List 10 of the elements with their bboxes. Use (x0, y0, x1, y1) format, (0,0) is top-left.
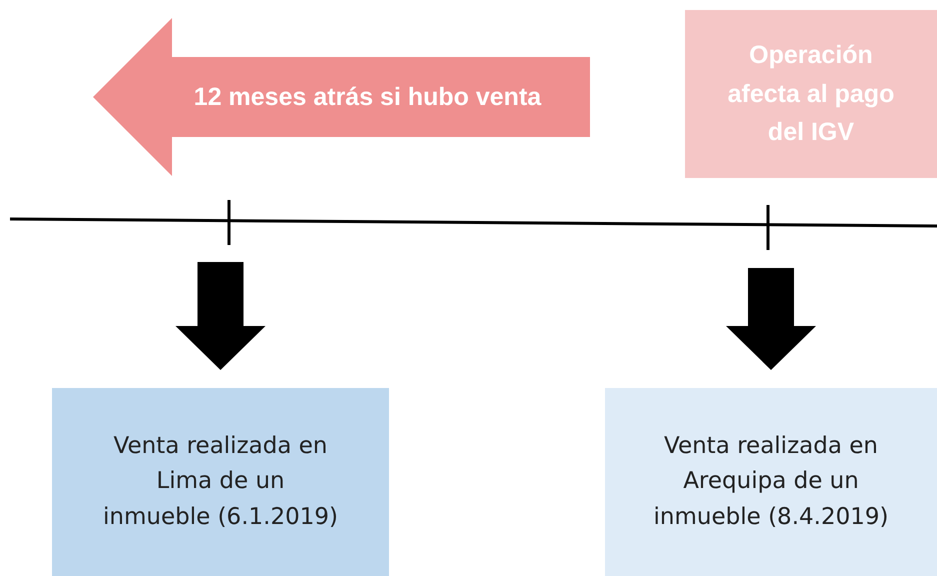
label-text: Operación afecta al pago del IGV (726, 40, 896, 148)
label-text: Venta realizada en Arequipa de un inmueble (8.4.2019) (652, 432, 890, 532)
arrow-shape (93, 18, 590, 176)
text-box (52, 388, 389, 576)
label-text: Venta realizada en Lima de un inmueble (6.1.2019) (102, 432, 339, 532)
text-box (605, 388, 937, 576)
text-box (685, 10, 937, 178)
block-arrow (176, 262, 266, 370)
block-arrow (726, 268, 816, 370)
label-text: 12 meses atrás si hubo venta (194, 82, 542, 113)
